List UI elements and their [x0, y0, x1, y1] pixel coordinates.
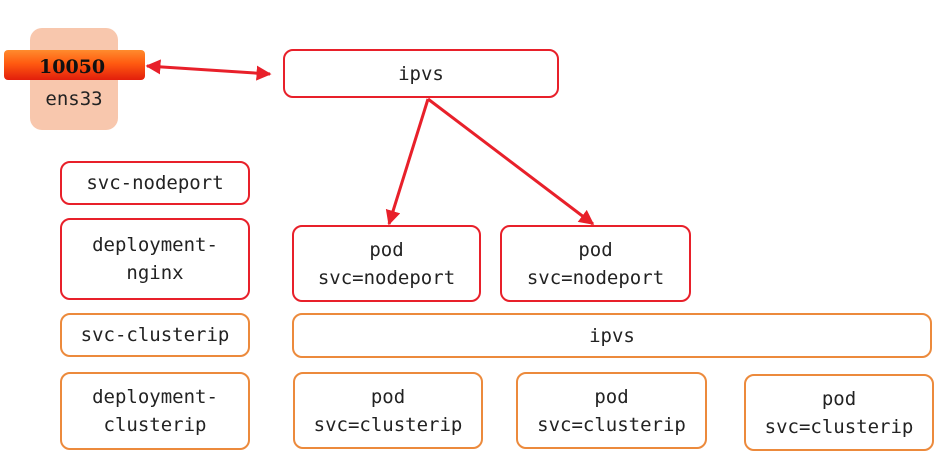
- ipvs-label: ipvs: [589, 324, 635, 347]
- deployment-nginx-box: deployment- nginx: [60, 218, 250, 300]
- ipvs-label: ipvs: [398, 62, 444, 85]
- pod-clusterip-1: pod svc=clusterip: [293, 372, 483, 449]
- deployment-clusterip-box: deployment- clusterip: [60, 372, 250, 450]
- pod-svc-label: svc=nodeport: [526, 266, 665, 289]
- deployment-clusterip-line2: clusterip: [103, 414, 207, 436]
- deployment-nginx-line2: nginx: [126, 262, 184, 284]
- deployment-clusterip-line1: deployment-: [92, 386, 218, 408]
- pod-svc-label: svc=clusterip: [313, 413, 463, 436]
- pod-label: pod: [369, 238, 404, 261]
- pod-clusterip-3: pod svc=clusterip: [744, 374, 934, 451]
- pod-clusterip-2: pod svc=clusterip: [516, 372, 707, 449]
- arrow-ipvs-pod1: [385, 98, 430, 226]
- svc-clusterip-label: svc-clusterip: [80, 324, 230, 346]
- svc-clusterip-box: svc-clusterip: [60, 313, 250, 357]
- pod-label: pod: [370, 385, 406, 408]
- arrow-port-ipvs: [145, 59, 272, 81]
- svc-nodeport-box: svc-nodeport: [60, 161, 250, 205]
- pod-svc-label: svc=clusterip: [537, 413, 686, 436]
- pod-nodeport-2: pod svc=nodeport: [500, 225, 691, 302]
- nic-label: ens33: [45, 88, 103, 110]
- arrow-ipvs-pod2: [427, 97, 595, 226]
- svc-nodeport-label: svc-nodeport: [86, 172, 224, 194]
- ipvs-clusterip-box: ipvs: [292, 313, 932, 358]
- pod-label: pod: [578, 238, 613, 261]
- ipvs-nodeport-box: ipvs: [283, 49, 559, 98]
- port-10050-badge: 10050: [4, 50, 145, 80]
- pod-svc-label: svc=clusterip: [764, 415, 914, 438]
- pod-label: pod: [594, 385, 629, 408]
- pod-label: pod: [821, 387, 857, 410]
- pod-nodeport-1: pod svc=nodeport: [292, 225, 481, 302]
- pod-svc-label: svc=nodeport: [317, 266, 456, 289]
- deployment-nginx-line1: deployment-: [92, 234, 218, 256]
